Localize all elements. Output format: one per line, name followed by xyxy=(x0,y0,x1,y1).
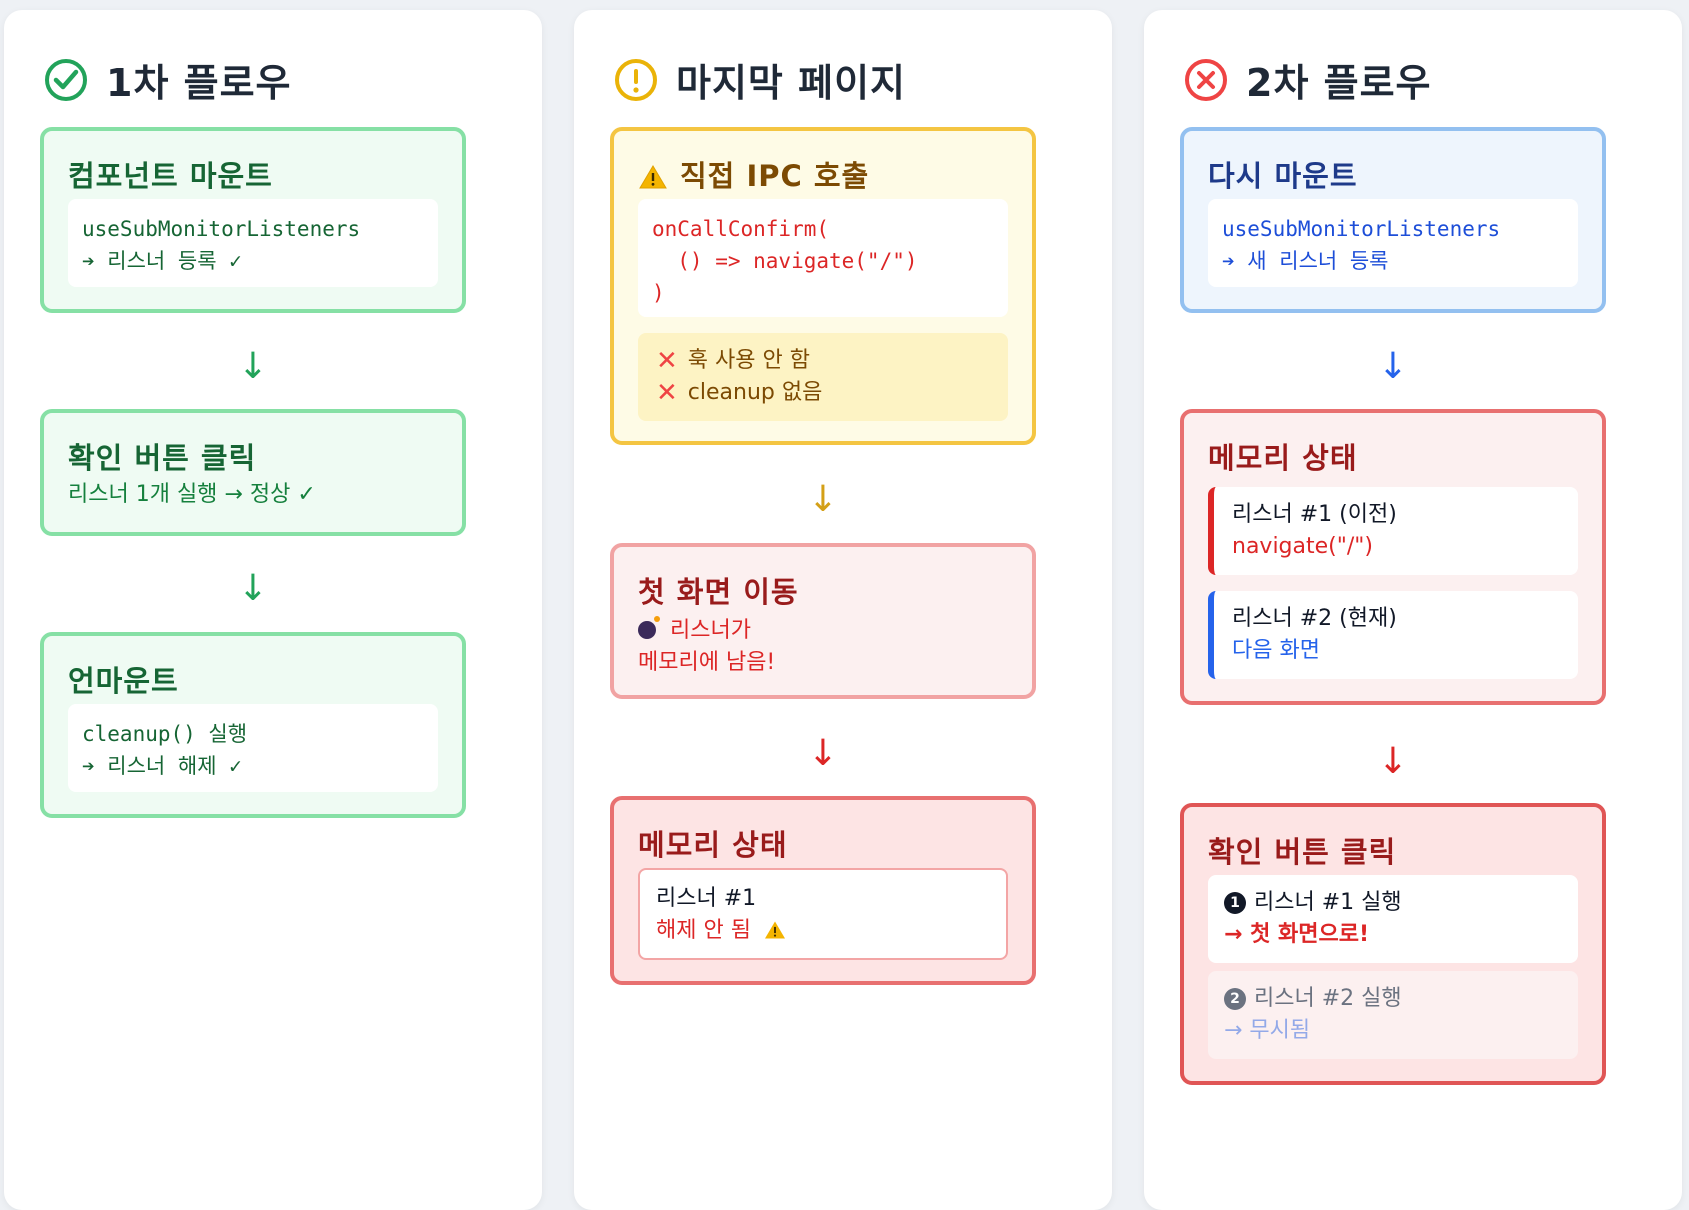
memory-state-box: 메모리 상태 리스너 #1 (이전) navigate("/") 리스너 #2 … xyxy=(1180,409,1606,705)
code-block: onCallConfirm( () => navigate("/") ) xyxy=(638,199,1008,317)
execution-card-2: 2 리스너 #2 실행 → 무시됨 xyxy=(1208,971,1578,1059)
listener-card: 리스너 #1 해제 안 됨 xyxy=(638,868,1008,960)
code-line: useSubMonitorListeners xyxy=(82,217,361,241)
box-text: 리스너 1개 실행 → 정상 ✓ xyxy=(68,482,316,507)
listener-sub: navigate("/") xyxy=(1232,534,1373,559)
execution-title: 1 리스너 #1 실행 xyxy=(1224,887,1562,919)
down-arrow-icon: ↓ xyxy=(237,568,269,609)
column-title: 2차 플로우 xyxy=(1184,52,1432,107)
listener-sub: 다음 화면 xyxy=(1232,638,1320,663)
memory-state-box: 메모리 상태 리스너 #1 해제 안 됨 xyxy=(610,796,1036,985)
column-last-page: 마지막 페이지 직접 IPC 호출 onCallConfirm( () => n… xyxy=(574,10,1112,1210)
direct-ipc-box: 직접 IPC 호출 onCallConfirm( () => navigate(… xyxy=(610,127,1036,445)
code-line: useSubMonitorListeners xyxy=(1222,217,1501,241)
x-circle-icon xyxy=(1185,58,1227,101)
box-title: 컴포넌트 마운트 xyxy=(68,159,273,193)
code-line: ➔ 리스너 해제 ✓ xyxy=(82,754,242,778)
text-value: 리스너가 xyxy=(670,618,751,643)
listener-card-previous: 리스너 #1 (이전) navigate("/") xyxy=(1208,487,1578,575)
down-arrow-icon: ↓ xyxy=(807,733,839,774)
box-title: 확인 버튼 클릭 xyxy=(68,441,257,475)
unmount-box: 언마운트 cleanup() 실행 ➔ 리스너 해제 ✓ xyxy=(40,632,466,818)
box-title: 확인 버튼 클릭 xyxy=(1208,835,1397,869)
execution-title: 2 리스너 #2 실행 xyxy=(1224,983,1562,1015)
cross-mark-icon: ✕ xyxy=(656,378,678,408)
listener-status: 해제 안 됨 xyxy=(656,915,990,947)
box-title: 메모리 상태 xyxy=(1208,441,1358,475)
exclamation-circle-icon xyxy=(615,58,657,101)
column-first-flow: 1차 플로우 컴포넌트 마운트 useSubMonitorListeners ➔… xyxy=(4,10,542,1210)
listener-title: 리스너 #2 (현재) xyxy=(1232,606,1397,631)
bomb-icon xyxy=(638,616,660,639)
execution-result: → 무시됨 xyxy=(1224,1018,1311,1043)
warning-list: ✕ 훅 사용 안 함 ✕ cleanup 없음 xyxy=(638,333,1008,421)
down-arrow-icon: ↓ xyxy=(1377,346,1409,387)
execution-text: 리스너 #1 실행 xyxy=(1254,890,1402,915)
column-title: 1차 플로우 xyxy=(44,52,292,107)
remount-box: 다시 마운트 useSubMonitorListeners ➔ 새 리스너 등록 xyxy=(1180,127,1606,313)
code-line: ➔ 새 리스너 등록 xyxy=(1222,249,1389,273)
code-line: cleanup() 실행 xyxy=(82,722,248,746)
box-title-text: 직접 IPC 호출 xyxy=(680,159,870,193)
column-second-flow: 2차 플로우 다시 마운트 useSubMonitorListeners ➔ 새… xyxy=(1144,10,1682,1210)
box-title: 첫 화면 이동 xyxy=(638,575,799,609)
listener-title: 리스너 #1 xyxy=(656,886,757,911)
number-one-icon: 1 xyxy=(1224,892,1246,914)
execution-text: 리스너 #2 실행 xyxy=(1254,986,1402,1011)
listener-title: 리스너 #1 (이전) xyxy=(1232,502,1397,527)
column-title-text: 2차 플로우 xyxy=(1246,61,1432,105)
warning-icon xyxy=(639,165,667,189)
check-circle-icon xyxy=(45,58,87,101)
first-screen-box: 첫 화면 이동 리스너가 메모리에 남음! xyxy=(610,543,1036,699)
execution-result: → 첫 화면으로! xyxy=(1224,922,1369,947)
code-line: ➔ 리스너 등록 ✓ xyxy=(82,249,242,273)
code-block: useSubMonitorListeners ➔ 리스너 등록 ✓ xyxy=(68,199,438,287)
warning-text: 훅 사용 안 함 xyxy=(687,348,810,373)
column-title-text: 1차 플로우 xyxy=(106,61,292,105)
warning-item: ✕ cleanup 없음 xyxy=(656,377,990,409)
warning-text: cleanup 없음 xyxy=(687,380,823,405)
code-line: ) xyxy=(652,281,665,305)
execution-card-1: 1 리스너 #1 실행 → 첫 화면으로! xyxy=(1208,875,1578,963)
warning-icon xyxy=(764,921,785,939)
text-line: 리스너가 xyxy=(638,615,775,647)
code-block: useSubMonitorListeners ➔ 새 리스너 등록 xyxy=(1208,199,1578,287)
status-text: 해제 안 됨 xyxy=(656,918,751,943)
down-arrow-icon: ↓ xyxy=(1377,741,1409,782)
listener-card-current: 리스너 #2 (현재) 다음 화면 xyxy=(1208,591,1578,679)
box-title: 다시 마운트 xyxy=(1208,159,1358,193)
box-title: 직접 IPC 호출 xyxy=(638,153,869,195)
down-arrow-icon: ↓ xyxy=(237,346,269,387)
box-title: 언마운트 xyxy=(68,664,179,698)
confirm-click-box: 확인 버튼 클릭 리스너 1개 실행 → 정상 ✓ xyxy=(40,409,466,536)
code-block: cleanup() 실행 ➔ 리스너 해제 ✓ xyxy=(68,704,438,792)
column-title-text: 마지막 페이지 xyxy=(676,61,906,105)
box-text: 리스너가 메모리에 남음! xyxy=(638,615,775,679)
box-title: 메모리 상태 xyxy=(638,828,788,862)
column-title: 마지막 페이지 xyxy=(614,52,906,107)
code-line: onCallConfirm( xyxy=(652,217,830,241)
number-two-icon: 2 xyxy=(1224,988,1246,1010)
cross-mark-icon: ✕ xyxy=(656,346,678,376)
mount-box: 컴포넌트 마운트 useSubMonitorListeners ➔ 리스너 등록… xyxy=(40,127,466,313)
text-line: 메모리에 남음! xyxy=(638,650,776,675)
down-arrow-icon: ↓ xyxy=(807,479,839,520)
warning-item: ✕ 훅 사용 안 함 xyxy=(656,345,990,377)
confirm-click-box: 확인 버튼 클릭 1 리스너 #1 실행 → 첫 화면으로! 2 리스너 #2 실행… xyxy=(1180,803,1606,1085)
code-line: () => navigate("/") xyxy=(652,249,918,273)
